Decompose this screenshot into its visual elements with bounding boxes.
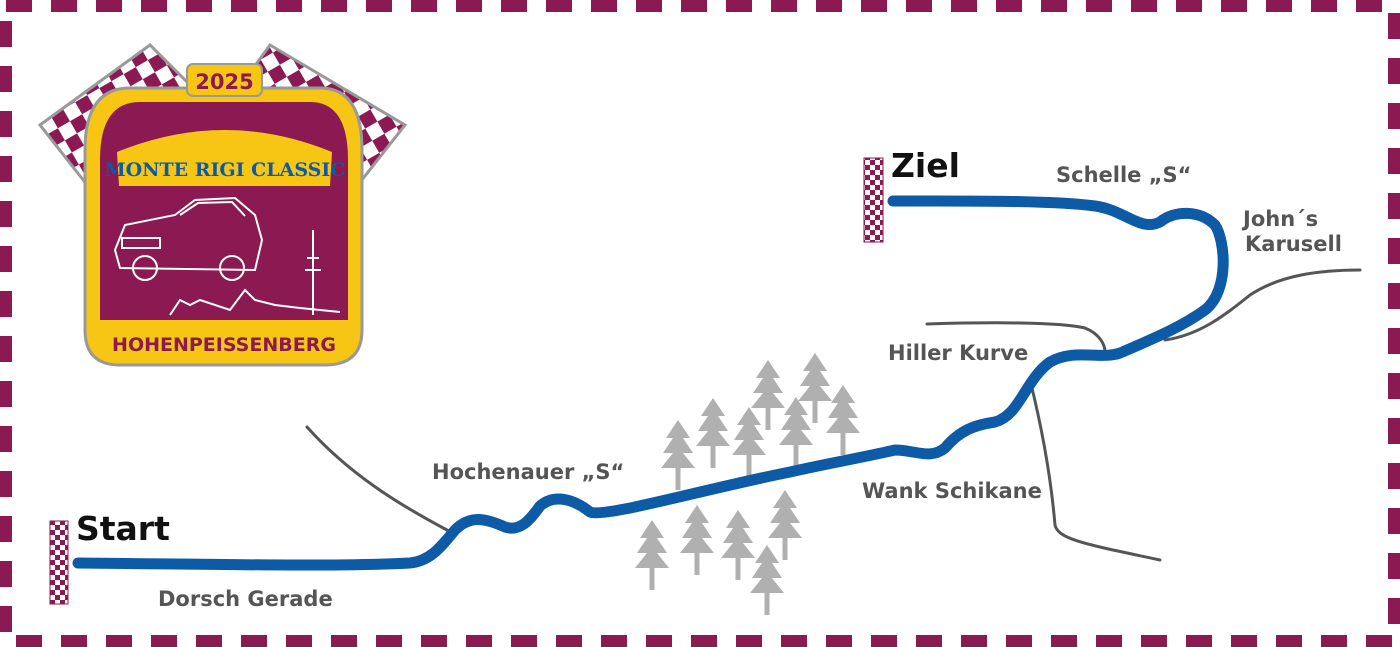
side-road-hiller <box>925 321 1107 354</box>
event-logo: 2025 MONTE RIGI CLASSIC HOHENPEISSENBERG <box>37 43 408 367</box>
tree-icon <box>768 490 802 560</box>
tree-icon <box>696 398 730 468</box>
finish-label: Ziel <box>891 146 960 185</box>
side-road-east <box>1163 268 1362 342</box>
tree-icon <box>635 520 669 590</box>
tree-icon <box>721 510 755 580</box>
tree-icon <box>680 505 714 575</box>
label-hiller-kurve: Hiller Kurve <box>888 341 1028 365</box>
logo-location: HOHENPEISSENBERG <box>112 334 336 356</box>
tree-icon <box>732 407 766 477</box>
side-roads <box>305 268 1362 562</box>
start-label: Start <box>76 509 170 548</box>
label-dorsch-gerade: Dorsch Gerade <box>158 587 333 611</box>
side-road-south <box>1028 378 1162 562</box>
tower-skyline-icon <box>169 230 341 316</box>
logo-year: 2025 <box>195 70 253 94</box>
tree-icon <box>826 385 860 455</box>
label-hochenauer-s: Hochenauer „S“ <box>432 460 624 484</box>
finish-flag-icon <box>863 157 884 243</box>
title-banner <box>117 130 332 186</box>
tree-icon <box>661 420 695 490</box>
label-johns-karusell-line1: John´s <box>1241 207 1318 231</box>
year-badge <box>186 63 263 97</box>
side-road-west <box>305 425 449 532</box>
label-schelle-s: Schelle „S“ <box>1056 163 1191 187</box>
start-flag-icon <box>49 520 69 605</box>
label-johns-karusell-line2: Karusell <box>1245 232 1342 256</box>
logo-event-name: MONTE RIGI CLASSIC <box>105 159 346 181</box>
tree-icon <box>750 545 784 615</box>
race-route <box>72 195 1229 571</box>
label-wank-schikane: Wank Schikane <box>862 479 1042 503</box>
classic-car-icon <box>113 196 264 281</box>
